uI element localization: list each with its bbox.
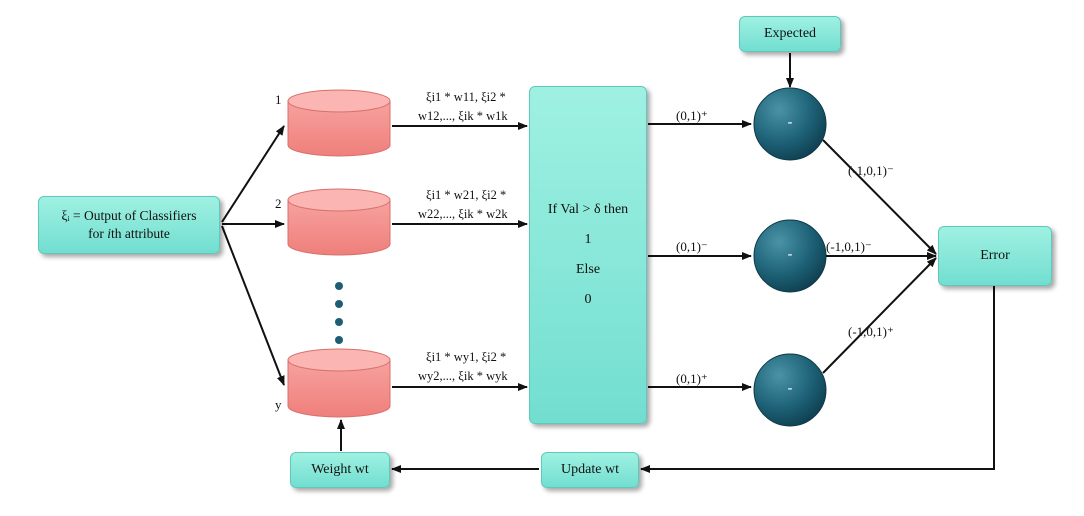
threshold-line1: If Val > δ then xyxy=(547,202,629,217)
classifier-output-line2-pre: for xyxy=(88,226,108,241)
weight-label-y: ξi1 * wy1, ξi2 * wy2,..., ξik * wyk xyxy=(418,348,508,386)
weight-wt-label: Weight wt xyxy=(311,461,369,477)
database-1 xyxy=(287,89,391,157)
weight-label-2-line2: w22,..., ξik * w2k xyxy=(418,207,508,221)
arrow-error-to-update xyxy=(640,286,995,473)
classifier-output-line2-em: i xyxy=(107,226,112,241)
diff-label-3: (-1,0,1)⁺ xyxy=(848,324,894,339)
threshold-box: If Val > δ then 1 Else 0 xyxy=(529,86,647,424)
weight-label-1-line2: w12,..., ξik * w1k xyxy=(418,109,508,123)
diff-label-2: (-1,0,1)⁻ xyxy=(826,239,872,254)
subtractor-node-3 xyxy=(753,353,827,427)
minus-sign-2: - xyxy=(787,246,793,263)
arrow-input-to-db1 xyxy=(221,125,285,223)
minus-sign-1: - xyxy=(787,114,793,131)
threshold-line4: 0 xyxy=(584,292,592,307)
weight-label-2: ξi1 * w21, ξi2 * w22,..., ξik * w2k xyxy=(418,186,508,224)
weight-label-2-line1: ξi1 * w21, ξi2 * xyxy=(426,188,507,202)
minus-sign-3: - xyxy=(787,380,793,397)
arrow-input-to-dby xyxy=(221,225,285,386)
diff-label-1: (-1,0,1)⁻ xyxy=(848,163,894,178)
error-box: Error xyxy=(938,226,1052,286)
ellipsis-dot xyxy=(335,318,343,326)
weight-label-y-line1: ξi1 * wy1, ξi2 * xyxy=(426,350,507,364)
update-wt-label: Update wt xyxy=(561,461,619,477)
arrow-node3-to-error xyxy=(822,257,937,374)
weight-label-1: ξi1 * w11, ξi2 * w12,..., ξik * w1k xyxy=(418,88,508,126)
weight-label-1-line1: ξi1 * w11, ξi2 * xyxy=(426,90,506,104)
threshold-line3: Else xyxy=(575,262,601,277)
output-label-2: (0,1)⁻ xyxy=(676,239,708,254)
classifier-output-box: ξᵢ = Output of Classifiers for ith attri… xyxy=(38,196,220,254)
update-wt-box: Update wt xyxy=(541,452,639,488)
classifier-output-line2-post: th attribute xyxy=(111,226,170,241)
dby-label: y xyxy=(275,397,282,412)
error-label: Error xyxy=(980,247,1010,263)
weight-wt-box: Weight wt xyxy=(290,452,390,488)
db2-label: 2 xyxy=(275,196,282,211)
ellipsis-dot xyxy=(335,336,343,344)
ellipsis-dot xyxy=(335,282,343,290)
database-y xyxy=(287,348,391,418)
ellipsis-dot xyxy=(335,300,343,308)
output-label-1: (0,1)⁺ xyxy=(676,108,708,123)
subtractor-node-1 xyxy=(753,87,827,161)
weight-label-y-line2: wy2,..., ξik * wyk xyxy=(418,369,508,383)
expected-label: Expected xyxy=(763,25,817,41)
output-label-3: (0,1)⁺ xyxy=(676,371,708,386)
classifier-output-line1: ξᵢ = Output of Classifiers xyxy=(61,208,197,224)
arrow-node1-to-error xyxy=(822,139,937,255)
db1-label: 1 xyxy=(275,92,282,107)
database-2 xyxy=(287,188,391,256)
threshold-line2: 1 xyxy=(584,232,592,247)
expected-box: Expected xyxy=(739,16,841,52)
